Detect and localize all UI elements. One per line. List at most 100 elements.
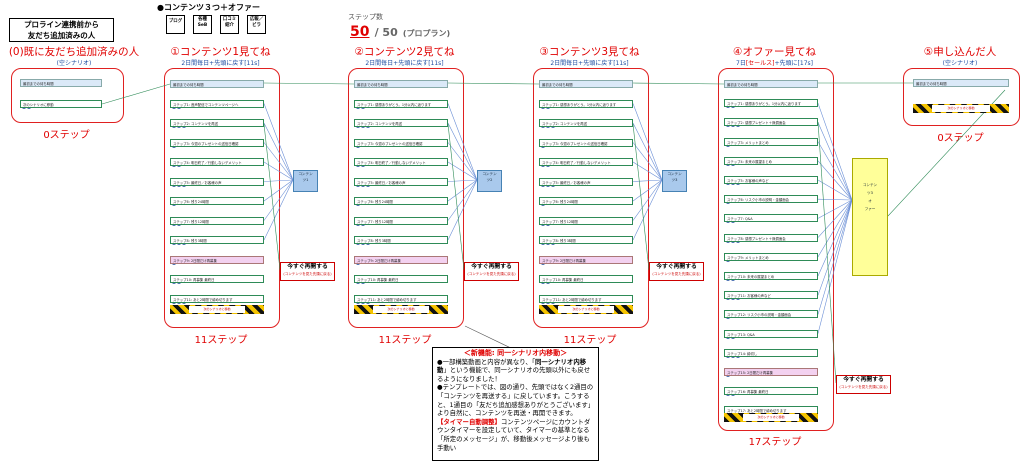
col3_nodes-node[interactable]: ステップ7: 残り12時間 [539, 216, 633, 225]
col0_nodes-node[interactable]: 最初までの待ち時間 [20, 79, 102, 87]
col4-sub: 7日[セールス]+先頭に[17s] [712, 58, 837, 67]
col1_nodes-bubbles-9 [172, 250, 177, 265]
col3_nodes-node[interactable]: ステップ9: 2日間だけ再募集 [539, 255, 633, 264]
col1_nodes-node[interactable]: ステップ9: 2日間だけ再募集 [170, 255, 264, 264]
col4_nodes-node[interactable]: ステップ16: 再募集 最終日 [724, 387, 818, 396]
col3_nodes-node[interactable]: ステップ10: 再募集 最終日 [539, 275, 633, 283]
content1-box: コンテン ツ1 [293, 170, 318, 192]
col2_nodes-node[interactable]: ステップ10: 再募集 最終日 [354, 275, 448, 283]
col3_nodes-node[interactable]: ステップ2: コンテンツを再送 [539, 119, 633, 127]
content-link-line [447, 179, 478, 202]
content-link-line [817, 141, 853, 201]
col4_nodes-node[interactable]: ステップ2: 感想プレゼント＋無償面会 [724, 118, 818, 127]
col1_nodes-node[interactable]: ステップ6: 残り24時間 [170, 197, 264, 205]
col1_nodes-node[interactable]: ステップ7: 残り12時間 [170, 216, 264, 225]
col4_nodes-node[interactable]: ステップ3: メリットまとめ [724, 137, 818, 146]
col4_nodes-node[interactable]: ステップ12: リスク小市の説明・金額面会 [724, 310, 818, 319]
col3_nodes-node[interactable]: ステップ11: あと2時間で締め切ります [539, 294, 633, 303]
col4_nodes-bubbles-16 [726, 381, 736, 397]
col4_nodes-node[interactable]: ステップ1: 感想ありがとう。1分以内に返ります [724, 99, 818, 108]
step-count-label: ステップ数 [348, 13, 383, 21]
col5-node[interactable]: 最初までの待ち時間 [913, 79, 1009, 87]
col2_nodes-node[interactable]: ステップ4: 明日終了／行動しないデメリット [354, 158, 448, 166]
col4_nodes-node[interactable]: 最初までの待ち時間 [724, 80, 818, 88]
content-link-line [632, 142, 663, 181]
col2_nodes-node[interactable]: ステップ1: 感想ありがとう。1分以内に返ります [354, 99, 448, 108]
col2_nodes-node[interactable]: 最初までの待ち時間 [354, 80, 448, 88]
col0-panel [11, 68, 124, 123]
col1_nodes-node[interactable]: ステップ8: 残り3時間 [170, 236, 264, 244]
col2_nodes-move-next-hazard: 次のシナリオに移動 [354, 305, 448, 314]
col1_nodes-bubbles-7 [172, 211, 182, 226]
content-link-line [817, 179, 853, 201]
col3_nodes-bubbles-4 [541, 152, 551, 167]
col2_nodes-node[interactable]: ステップ3: 今週のプレゼントの送信日確認 [354, 138, 448, 147]
col2_nodes-node[interactable]: ステップ6: 残り24時間 [354, 197, 448, 205]
content-link-line [632, 103, 663, 181]
col4_nodes-node[interactable]: ステップ7: Q&A [724, 214, 818, 223]
content-link-line [817, 199, 853, 277]
blog-icon: ブログ [166, 15, 185, 34]
content-link-line [632, 179, 663, 202]
col3_nodes-node[interactable]: ステップ6: 残り24時間 [539, 197, 633, 205]
col4_nodes-node[interactable]: ステップ6: リスク小市の説明・金額面会 [724, 195, 818, 204]
col4_nodes-node[interactable]: ステップ9: メリットまとめ [724, 252, 818, 261]
resend-box-1: 今すぐ再開する(コンテンツを見た先頭に戻る) [280, 262, 335, 281]
col4_nodes-node[interactable]: ステップ10: 未来の展望まとめ [724, 272, 818, 280]
col2_nodes-bubbles-8 [356, 230, 371, 245]
col2_nodes-node[interactable]: ステップ5: 最終日／お客様の声 [354, 177, 448, 186]
col0_nodes-node[interactable]: 次のシナリオに移動 [20, 100, 102, 108]
col1_nodes-bubbles-3 [172, 133, 177, 148]
col4_nodes-bubbles-11 [726, 285, 741, 301]
col3_nodes-node[interactable]: ステップ1: 感想ありがとう。1分以内に返ります [539, 99, 633, 108]
col1_nodes-node[interactable]: ステップ10: 再募集 最終日 [170, 275, 264, 283]
content2-box: コンテン ツ2 [477, 170, 502, 192]
review-icon: 口コミ 紹介 [220, 15, 239, 34]
col3_nodes-node[interactable]: ステップ8: 残り3時間 [539, 236, 633, 244]
flyer-icon-label: 広報／ ビラ [249, 17, 264, 28]
col4_nodes-node[interactable]: ステップ15: 2日間だけ再募集 [724, 368, 818, 376]
flow-line [263, 82, 355, 85]
col2_nodes-bubbles-11 [356, 289, 371, 304]
col3_nodes-node[interactable]: ステップ4: 明日終了／行動しないデメリット [539, 158, 633, 166]
col2-title: ②コンテンツ2見てね [354, 46, 455, 58]
col4_nodes-node[interactable]: ステップ5: お客様の声など [724, 176, 818, 184]
col3_nodes-bubbles-7 [541, 211, 551, 226]
col1_nodes-bubbles-1 [172, 94, 182, 109]
col1_nodes-node[interactable]: ステップ1: 音声配信でコンテンツページへ [170, 99, 264, 108]
col1_nodes-node[interactable]: 最初までの待ち時間 [170, 80, 264, 88]
col4_nodes-bubbles-7 [726, 208, 736, 224]
col1_nodes-node[interactable]: ステップ4: 明日終了／行動しないデメリット [170, 158, 264, 166]
col2_nodes-node[interactable]: ステップ8: 残り3時間 [354, 236, 448, 244]
resend-sub-1: (コンテンツを見た先頭に戻る) [283, 272, 332, 276]
col1_nodes-bubbles-11 [172, 289, 187, 304]
col1_nodes-node[interactable]: ステップ2: コンテンツを再送 [170, 119, 264, 127]
col4_nodes-node[interactable]: ステップ8: 感想プレゼント＋無償面会 [724, 233, 818, 242]
content-link-line [632, 122, 663, 181]
col2_nodes-node[interactable]: ステップ2: コンテンツを再送 [354, 119, 448, 127]
notice-para2: ●テンプレートでは、図の通り、先頭ではなく2通目の「コンテンツを再送する」に戻し… [437, 383, 594, 418]
notice-title: ＜新機能: 同一シナリオ内移動＞ [463, 349, 568, 357]
col4_nodes-node[interactable]: ステップ4: 未来の展望まとめ [724, 156, 818, 165]
col1_nodes-node[interactable]: ステップ5: 最終日／お客様の声 [170, 177, 264, 186]
review-icon-label: 口コミ 紹介 [222, 17, 237, 28]
new-feature-notice: ＜新機能: 同一シナリオ内移動＞ ●一部構築動画と内容が異なり、「同一シナリオ内… [432, 347, 599, 461]
col3_nodes-node[interactable]: 最初までの待ち時間 [539, 80, 633, 88]
col4_nodes-node[interactable]: ステップ13: Q&A [724, 329, 818, 338]
col4_nodes-node[interactable]: ステップ14: 締切し [724, 348, 818, 357]
header-box-line1: プロライン連携前から [24, 20, 99, 29]
col5-step-count: 0ステップ [937, 133, 984, 144]
content-link-line [632, 179, 663, 182]
col2_nodes-bubbles-7 [356, 211, 366, 226]
col2_nodes-node[interactable]: ステップ9: 2日間だけ再募集 [354, 255, 448, 264]
col2_nodes-node[interactable]: ステップ7: 残り12時間 [354, 216, 448, 225]
col2_nodes-node[interactable]: ステップ11: あと2時間で締め切ります [354, 294, 448, 303]
col1_nodes-node[interactable]: ステップ3: 今週のプレゼントの送信日確認 [170, 138, 264, 147]
col3_nodes-node[interactable]: ステップ3: 今週のプレゼントの送信日確認 [539, 138, 633, 147]
content-link-line [817, 199, 853, 238]
col4_nodes-node[interactable]: ステップ11: お客様の声など [724, 291, 818, 300]
col3_nodes-node[interactable]: ステップ5: 最終日／お客様の声 [539, 177, 633, 186]
col1_nodes-node[interactable]: ステップ11: あと2時間で締め切ります [170, 294, 264, 303]
col2-step-count: 11ステップ [378, 335, 432, 346]
content-link-line [817, 199, 853, 219]
